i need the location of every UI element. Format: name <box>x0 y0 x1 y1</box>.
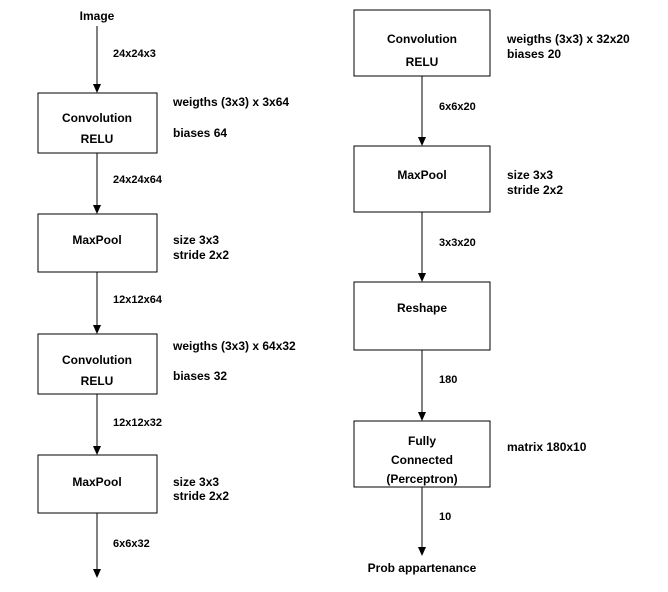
edge-label-right-3: 180 <box>439 374 457 386</box>
arrow-image-to-conv1 <box>93 26 101 93</box>
conv2-title: Convolution <box>62 353 132 367</box>
conv1-biases: biases 64 <box>173 126 227 140</box>
arrow-conv2-to-pool2 <box>93 394 101 455</box>
edge-label-left-3: 12x12x64 <box>113 294 163 306</box>
conv2-activation: RELU <box>81 374 114 388</box>
fc-title-line-1: Fully <box>408 434 436 448</box>
conv1-weights: weigths (3x3) x 3x64 <box>172 95 289 109</box>
output-label: Prob appartenance <box>368 561 477 575</box>
conv1-title: Convolution <box>62 111 132 125</box>
pool1-title: MaxPool <box>72 233 121 247</box>
arrow-pool1-to-conv2 <box>93 272 101 334</box>
arrow-reshape-to-fc <box>418 350 426 421</box>
pool3-size: size 3x3 <box>507 168 553 182</box>
fc-title-line-2: Connected <box>391 453 453 467</box>
pool1-size: size 3x3 <box>173 233 219 247</box>
pool3-title: MaxPool <box>397 168 446 182</box>
fully-connected-block: Fully Connected (Perceptron) <box>353 420 491 488</box>
fc-matrix: matrix 180x10 <box>507 440 587 454</box>
arrow-pool3-to-reshape <box>418 212 426 282</box>
edge-label-right-2: 3x3x20 <box>439 237 476 249</box>
pool2-title: MaxPool <box>72 475 121 489</box>
pool1-stride: stride 2x2 <box>173 248 229 262</box>
edge-label-left-2: 24x24x64 <box>113 174 163 186</box>
fc-title-line-3: (Perceptron) <box>386 472 457 486</box>
conv3-block: Convolution RELU <box>353 9 491 77</box>
pool2-size: size 3x3 <box>173 475 219 489</box>
pool3-block: MaxPool <box>353 145 491 213</box>
edge-label-right-4: 10 <box>439 511 451 523</box>
reshape-block: Reshape <box>353 281 491 351</box>
conv1-activation: RELU <box>81 132 114 146</box>
conv1-block: Convolution RELU <box>37 92 158 154</box>
edge-label-left-1: 24x24x3 <box>113 48 156 60</box>
reshape-title: Reshape <box>397 301 447 315</box>
pool1-block: MaxPool <box>37 213 158 273</box>
conv2-biases: biases 32 <box>173 369 227 383</box>
edge-label-left-5: 6x6x32 <box>113 538 150 550</box>
conv3-title: Convolution <box>387 32 457 46</box>
arrow-conv3-to-pool3 <box>418 76 426 146</box>
conv3-biases: biases 20 <box>507 47 561 61</box>
arrow-pool2-out <box>93 513 101 578</box>
conv3-weights: weigths (3x3) x 32x20 <box>506 32 630 46</box>
arrow-conv1-to-pool1 <box>93 153 101 214</box>
pool2-block: MaxPool <box>37 454 158 514</box>
conv3-activation: RELU <box>406 55 439 69</box>
pool3-stride: stride 2x2 <box>507 183 563 197</box>
conv2-block: Convolution RELU <box>37 333 158 395</box>
pool2-stride: stride 2x2 <box>173 489 229 503</box>
edge-label-right-1: 6x6x20 <box>439 101 476 113</box>
input-label: Image <box>80 9 115 23</box>
conv2-weights: weigths (3x3) x 64x32 <box>172 339 296 353</box>
edge-label-left-4: 12x12x32 <box>113 417 162 429</box>
arrow-fc-to-output <box>418 487 426 556</box>
